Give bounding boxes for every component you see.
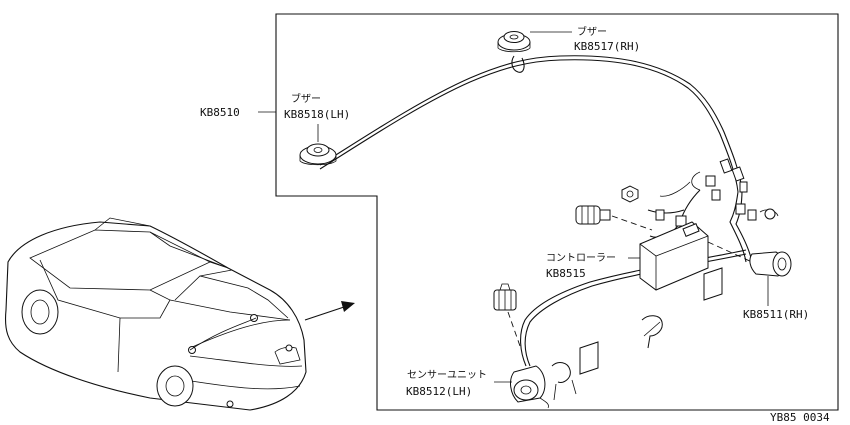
label-controller: KB8515 [546,267,586,280]
sensor-unit-rh [749,251,792,277]
label-sensor-lh-jp: センサーユニット [407,369,487,381]
label-sensor-rh: KB8511(RH) [743,308,809,321]
leader-dashed [707,241,753,263]
label-buzzer-lh-jp: ブザー [291,92,321,105]
leader-dashed [611,215,653,231]
buzzer-rh [497,31,531,53]
leader-dashed [507,311,521,347]
harness-clip [551,362,577,401]
grommet-part [575,205,611,225]
harness-clip [641,315,663,349]
label-controller-jp: コントローラー [546,252,616,264]
label-buzzer-rh: KB8517(RH) [574,40,640,53]
connector-cluster [655,158,779,227]
buzzer-lh [299,143,337,166]
label-buzzer-lh: KB8518(LH) [284,108,350,121]
label-buzzer-rh-jp: ブザー [577,25,607,38]
wiring-harness [319,55,753,367]
diagram-code: YB85 0034 [770,411,830,424]
nut-part [621,185,639,203]
direction-arrow [304,301,355,321]
adhesive-pad [579,341,599,375]
controller-unit [639,221,709,291]
label-sensor-lh: KB8512(LH) [406,385,472,398]
sensor-unit-lh [510,365,549,409]
car-illustration [4,217,307,411]
adhesive-pad [703,267,723,301]
label-harness: KB8510 [200,106,240,119]
sensor-bracket [493,283,517,311]
exploded-view-frame [275,13,839,411]
